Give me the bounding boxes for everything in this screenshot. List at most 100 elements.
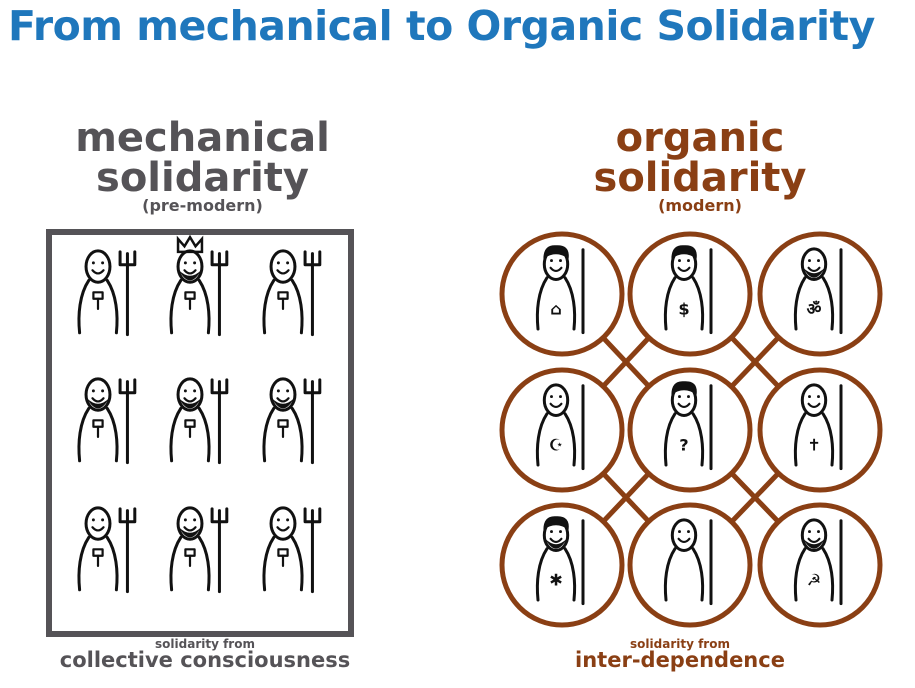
figure-head [269, 506, 297, 541]
figure-head [800, 247, 828, 282]
organic-circle: $ [627, 231, 753, 357]
mechanical-heading: mechanical solidarity (pre-modern) [40, 118, 365, 214]
organic-circle-ring [757, 367, 883, 493]
figure-smile [91, 526, 105, 532]
figure-symbol: ✱ [549, 571, 563, 590]
mechanical-line1: mechanical [75, 115, 330, 161]
figure-smile [276, 269, 290, 275]
figure-head [269, 377, 297, 412]
figure-eye [817, 395, 820, 399]
figure-head [84, 249, 112, 284]
organic-circle-ring [757, 502, 883, 628]
organic-circle: ॐ [757, 231, 883, 357]
figure-eye [817, 259, 820, 263]
figure-head [542, 383, 570, 418]
figure-smile [807, 537, 821, 544]
figure-eye [550, 395, 553, 399]
figure-eye [183, 518, 187, 522]
figure-smile [91, 397, 105, 403]
organic-circle: ? [627, 367, 753, 493]
figure-head [176, 506, 204, 541]
pitchfork-icon [118, 378, 137, 395]
figure-eye [687, 395, 690, 399]
figure-smile [677, 402, 691, 409]
figure-smile [677, 266, 691, 273]
pitchfork-icon [210, 507, 229, 524]
mechanical-footer: solidarity from collective consciousness [30, 638, 380, 671]
figure-robe [169, 406, 211, 463]
figure-eye [808, 395, 811, 399]
mechanical-era: (pre-modern) [142, 196, 263, 215]
figure-robe [663, 276, 705, 331]
figure-eye [91, 389, 95, 393]
figure-robe [262, 406, 304, 463]
figure-robe [169, 278, 211, 335]
figure-robe [663, 547, 705, 602]
figure-eye [550, 530, 553, 534]
figure-smile [549, 537, 563, 544]
figure-smile [183, 269, 197, 275]
figure-beard [86, 398, 110, 409]
figure-eye [687, 259, 690, 263]
figure-symbol: ☭ [807, 571, 822, 590]
mechanical-figure [262, 506, 322, 594]
organic-circle: ✱ [499, 502, 625, 628]
figure-hair [543, 245, 569, 259]
figure-eye [817, 530, 820, 534]
organic-circle-ring [499, 502, 625, 628]
figure-robe [169, 535, 211, 592]
figure-eye [91, 261, 95, 265]
organic-circle-ring [499, 367, 625, 493]
figure-eye [678, 259, 681, 263]
figure-eye [276, 261, 280, 265]
organic-circle-ring [627, 367, 753, 493]
figure-robe [535, 547, 577, 602]
figure-head [84, 377, 112, 412]
figure-robe [535, 412, 577, 467]
figure-smile [276, 526, 290, 532]
figure-head [670, 518, 698, 553]
figure-head [800, 518, 828, 553]
organic-line2: solidarity [593, 155, 807, 201]
mechanical-figure [77, 506, 137, 594]
figure-robe [793, 412, 835, 467]
mechanical-figure [169, 234, 229, 337]
figure-smile [549, 402, 563, 409]
organic-circle-ring [499, 231, 625, 357]
figure-eye [101, 518, 105, 522]
organic-figures: ⌂$ॐ☪?✝✱☭ [499, 231, 883, 628]
figure-eye [91, 518, 95, 522]
mechanical-figure [77, 249, 137, 337]
figure-eye [183, 261, 187, 265]
pitchfork-icon [210, 378, 229, 395]
organic-line1: organic [615, 115, 785, 161]
figure-smile [549, 266, 563, 273]
figure-eye [101, 261, 105, 265]
crown-icon [176, 234, 204, 254]
organic-circle: ☭ [757, 502, 883, 628]
figure-robe [77, 406, 119, 463]
mechanical-footer-small: solidarity from [155, 637, 255, 651]
mechanical-figure [169, 506, 229, 594]
figure-symbol: ☪ [549, 436, 564, 455]
figure-smile [183, 397, 197, 403]
figure-head [176, 377, 204, 412]
figure-eye [276, 518, 280, 522]
figure-eye [550, 259, 553, 263]
figure-symbol: ⌂ [550, 300, 562, 319]
figure-smile [91, 269, 105, 275]
organic-circle-ring [757, 231, 883, 357]
figure-head [269, 249, 297, 284]
figure-eye [687, 530, 690, 534]
mechanical-line2: solidarity [96, 155, 309, 201]
mechanical-figures [77, 234, 322, 594]
mechanical-figure [262, 377, 322, 465]
figure-eye [193, 518, 197, 522]
figure-beard [271, 398, 295, 409]
organic-circle [627, 502, 753, 628]
slide-title: From mechanical to Organic Solidarity [8, 2, 875, 50]
figure-robe [77, 278, 119, 335]
figure-head [800, 383, 828, 418]
figure-symbol: ॐ [807, 300, 822, 319]
